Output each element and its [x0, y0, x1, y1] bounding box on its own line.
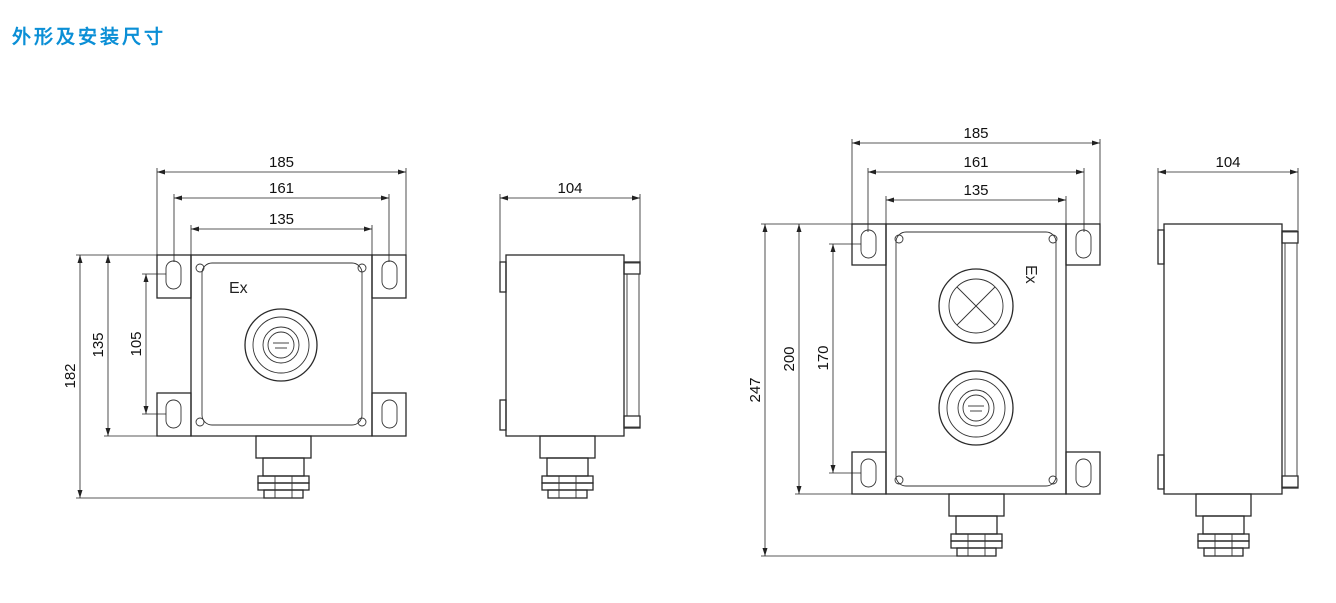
ex-mark: Ex: [229, 280, 248, 297]
mounting-flange: [1065, 451, 1101, 495]
mounting-slot: [860, 229, 877, 259]
side-screw: [1281, 475, 1299, 489]
push-button-icon: [244, 308, 318, 382]
double-front-view: Ex 185 161 13: [747, 125, 1101, 557]
side-hinge: [499, 399, 507, 431]
side-screw: [1281, 230, 1299, 244]
page-title: 外形及安装尺寸: [12, 26, 167, 48]
enclosure-body: [190, 254, 373, 437]
mounting-flange: [156, 392, 192, 437]
dim-label: 182: [62, 363, 79, 388]
lid-outline: [895, 231, 1057, 487]
cable-gland: [539, 435, 596, 499]
mounting-flange: [371, 392, 407, 437]
indicator-lamp-icon: [938, 268, 1014, 344]
dimension-104: 104: [1157, 154, 1299, 230]
dimension-135: 135: [885, 182, 1067, 224]
side-hinge: [499, 261, 507, 293]
dim-label: 104: [557, 180, 582, 197]
dimension-104: 104: [499, 180, 641, 262]
dimension-185: 185: [156, 154, 407, 255]
cable-gland: [948, 493, 1005, 557]
side-body: [505, 254, 625, 437]
mounting-slot: [165, 260, 182, 290]
mounting-slot: [381, 399, 398, 429]
side-screw: [623, 261, 641, 275]
dim-label: 135: [90, 332, 107, 357]
dim-label: 185: [269, 154, 294, 171]
side-screw: [623, 415, 641, 429]
dimension-247: 247: [747, 223, 957, 557]
dimension-161: 161: [867, 154, 1085, 232]
dim-label: 200: [781, 346, 798, 371]
mounting-slot: [1075, 458, 1092, 488]
cable-gland: [1195, 493, 1252, 557]
side-body: [1163, 223, 1283, 495]
dim-label: 161: [963, 154, 988, 171]
dim-label: 135: [963, 182, 988, 199]
side-hinge: [1157, 229, 1165, 265]
mounting-slot: [1075, 229, 1092, 259]
dim-label: 105: [128, 331, 145, 356]
side-rail: [1284, 242, 1298, 477]
dimension-105: 105: [128, 273, 166, 415]
side-rail: [626, 273, 640, 417]
single-side-view: 104: [499, 180, 641, 499]
dimension-135-height: 135: [90, 255, 157, 437]
single-front-view: Ex 185 161: [62, 154, 407, 499]
ex-mark: Ex: [1022, 265, 1039, 284]
mounting-slot: [860, 458, 877, 488]
double-side-view: 104: [1157, 154, 1299, 557]
dimension-182: 182: [62, 254, 264, 499]
dim-label: 104: [1215, 154, 1240, 171]
mounting-slot: [381, 260, 398, 290]
dimension-200: 200: [781, 224, 852, 495]
mounting-slot: [165, 399, 182, 429]
dim-label: 170: [815, 345, 832, 370]
push-button-icon: [938, 370, 1014, 446]
dim-label: 135: [269, 211, 294, 228]
side-hinge: [1157, 454, 1165, 490]
lid-outline: [201, 262, 363, 426]
dimension-170: 170: [815, 243, 861, 474]
cable-gland: [255, 435, 312, 499]
dimension-185: 185: [851, 125, 1101, 224]
dimension-135: 135: [190, 211, 373, 255]
dim-label: 247: [747, 377, 764, 402]
dimension-161: 161: [173, 180, 390, 262]
dim-label: 161: [269, 180, 294, 197]
dim-label: 185: [963, 125, 988, 142]
